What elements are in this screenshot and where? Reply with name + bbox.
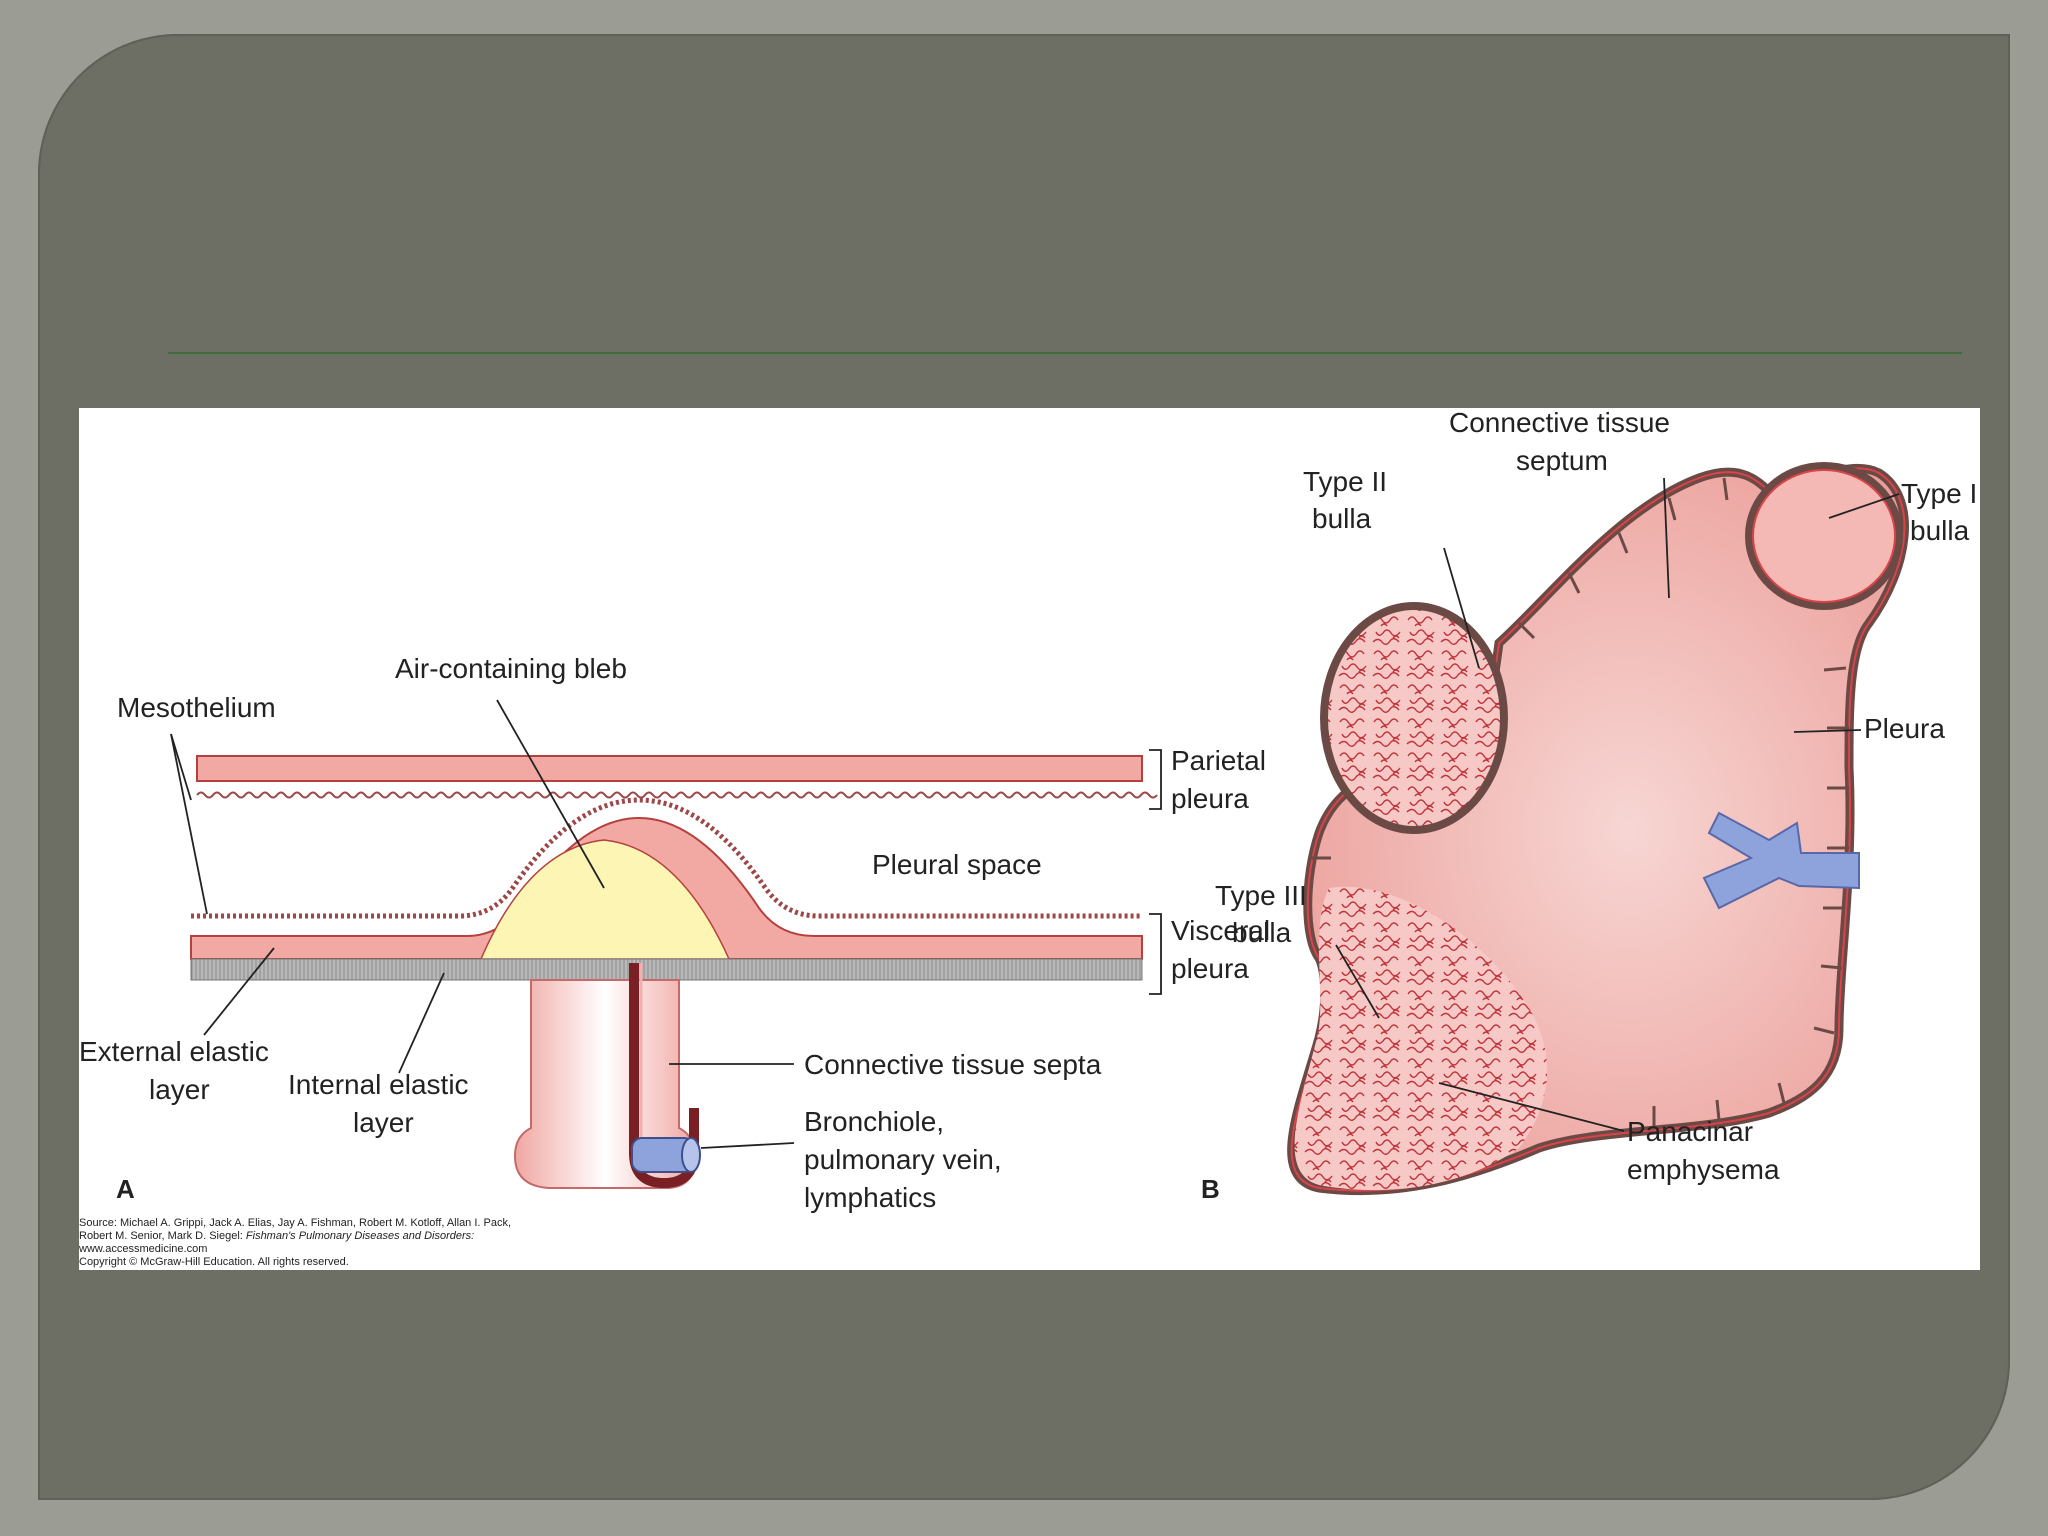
- mesothelium-leader-1: [170, 733, 192, 801]
- label-bronchiole-2: pulmonary vein,: [804, 1144, 1002, 1175]
- source-line-3: www.accessmedicine.com: [79, 1243, 207, 1255]
- type1-bulla-inner: [1752, 469, 1896, 603]
- bleb-leader: [496, 699, 605, 889]
- septum-leader: [1663, 477, 1670, 599]
- label-septum-2: septum: [1516, 445, 1608, 476]
- visceral-mesothelium: [191, 797, 1142, 919]
- parietal-pleura-band: [196, 755, 1143, 782]
- vein-end: [681, 1137, 701, 1173]
- label-panacinar-2: emphysema: [1627, 1154, 1780, 1185]
- figure-svg: Air-containing bleb Mesothelium Parietal…: [79, 408, 1977, 1268]
- air-bleb: [479, 839, 731, 960]
- visceral-bracket: [1149, 913, 1162, 995]
- panacinar-leader: [1438, 1082, 1625, 1132]
- source-line-2b: Fishman's Pulmonary Diseases and Disorde…: [246, 1230, 474, 1242]
- panel-b-letter: B: [1201, 1174, 1220, 1204]
- source-credit: Source: Michael A. Grippi, Jack A. Elias…: [79, 1217, 511, 1268]
- type1-leader: [1828, 493, 1900, 519]
- bulla-bleb-figure: Air-containing bleb Mesothelium Parietal…: [79, 408, 1980, 1270]
- mesothelium-leader-2: [170, 733, 208, 915]
- source-line-2: Robert M. Senior, Mark D. Siegel: Fishma…: [79, 1230, 474, 1242]
- panel-a: Air-containing bleb Mesothelium Parietal…: [79, 653, 1270, 1213]
- external-elastic-leader: [203, 947, 275, 1036]
- parietal-bracket: [1149, 749, 1162, 810]
- label-visceral-1: Visceral: [1171, 915, 1270, 946]
- pleura-inner-line: [1290, 467, 1906, 1192]
- source-line-2a: Robert M. Senior, Mark D. Siegel:: [79, 1230, 246, 1242]
- label-type1-1: Type I: [1901, 478, 1977, 509]
- source-line-1: Source: Michael A. Grippi, Jack A. Elias…: [79, 1217, 511, 1229]
- label-internal-1: Internal elastic: [288, 1069, 469, 1100]
- label-internal-2: layer: [353, 1107, 414, 1138]
- source-line-4: Copyright © McGraw-Hill Education. All r…: [79, 1256, 349, 1268]
- label-type2-2: bulla: [1312, 503, 1372, 534]
- label-type3-1: Type III: [1215, 880, 1307, 911]
- vessel-y: [1702, 811, 1860, 910]
- label-visceral-2: pleura: [1171, 953, 1249, 984]
- label-parietal-1: Parietal: [1171, 745, 1266, 776]
- type3-bulla-region: [1294, 886, 1548, 1191]
- label-bronchiole-1: Bronchiole,: [804, 1106, 944, 1137]
- label-pleural-space: Pleural space: [872, 849, 1042, 880]
- label-septa: Connective tissue septa: [804, 1049, 1102, 1080]
- label-pleura: Pleura: [1864, 713, 1945, 744]
- label-parietal-2: pleura: [1171, 783, 1249, 814]
- septum-ticks: [1309, 477, 1849, 1126]
- panel-a-letter: A: [116, 1174, 135, 1204]
- label-septum-1: Connective tissue: [1449, 408, 1670, 438]
- label-external-1: External elastic: [79, 1036, 269, 1067]
- internal-elastic-layer-band: [190, 958, 1143, 981]
- label-type2-1: Type II: [1303, 466, 1387, 497]
- type3-leader: [1335, 944, 1380, 1019]
- panel-b: Connective tissue septum Type II bulla T…: [1201, 408, 1977, 1204]
- type2-leader: [1443, 547, 1480, 669]
- bronchiole-leader: [700, 1142, 795, 1149]
- label-air-bleb: Air-containing bleb: [395, 653, 627, 684]
- label-type1-2: bulla: [1910, 515, 1970, 546]
- type1-bulla: [1745, 462, 1903, 610]
- label-panacinar-1: Panacinar: [1627, 1116, 1753, 1147]
- label-bronchiole-3: lymphatics: [804, 1182, 936, 1213]
- label-external-2: layer: [149, 1074, 210, 1105]
- label-mesothelium: Mesothelium: [117, 692, 276, 723]
- label-type3-2: bulla: [1232, 917, 1292, 948]
- internal-elastic-leader: [398, 972, 445, 1074]
- pleura-leader: [1793, 729, 1862, 733]
- title-divider-line: [168, 352, 1962, 354]
- type2-bulla: [1320, 602, 1508, 834]
- parietal-mesothelium: [196, 791, 1158, 799]
